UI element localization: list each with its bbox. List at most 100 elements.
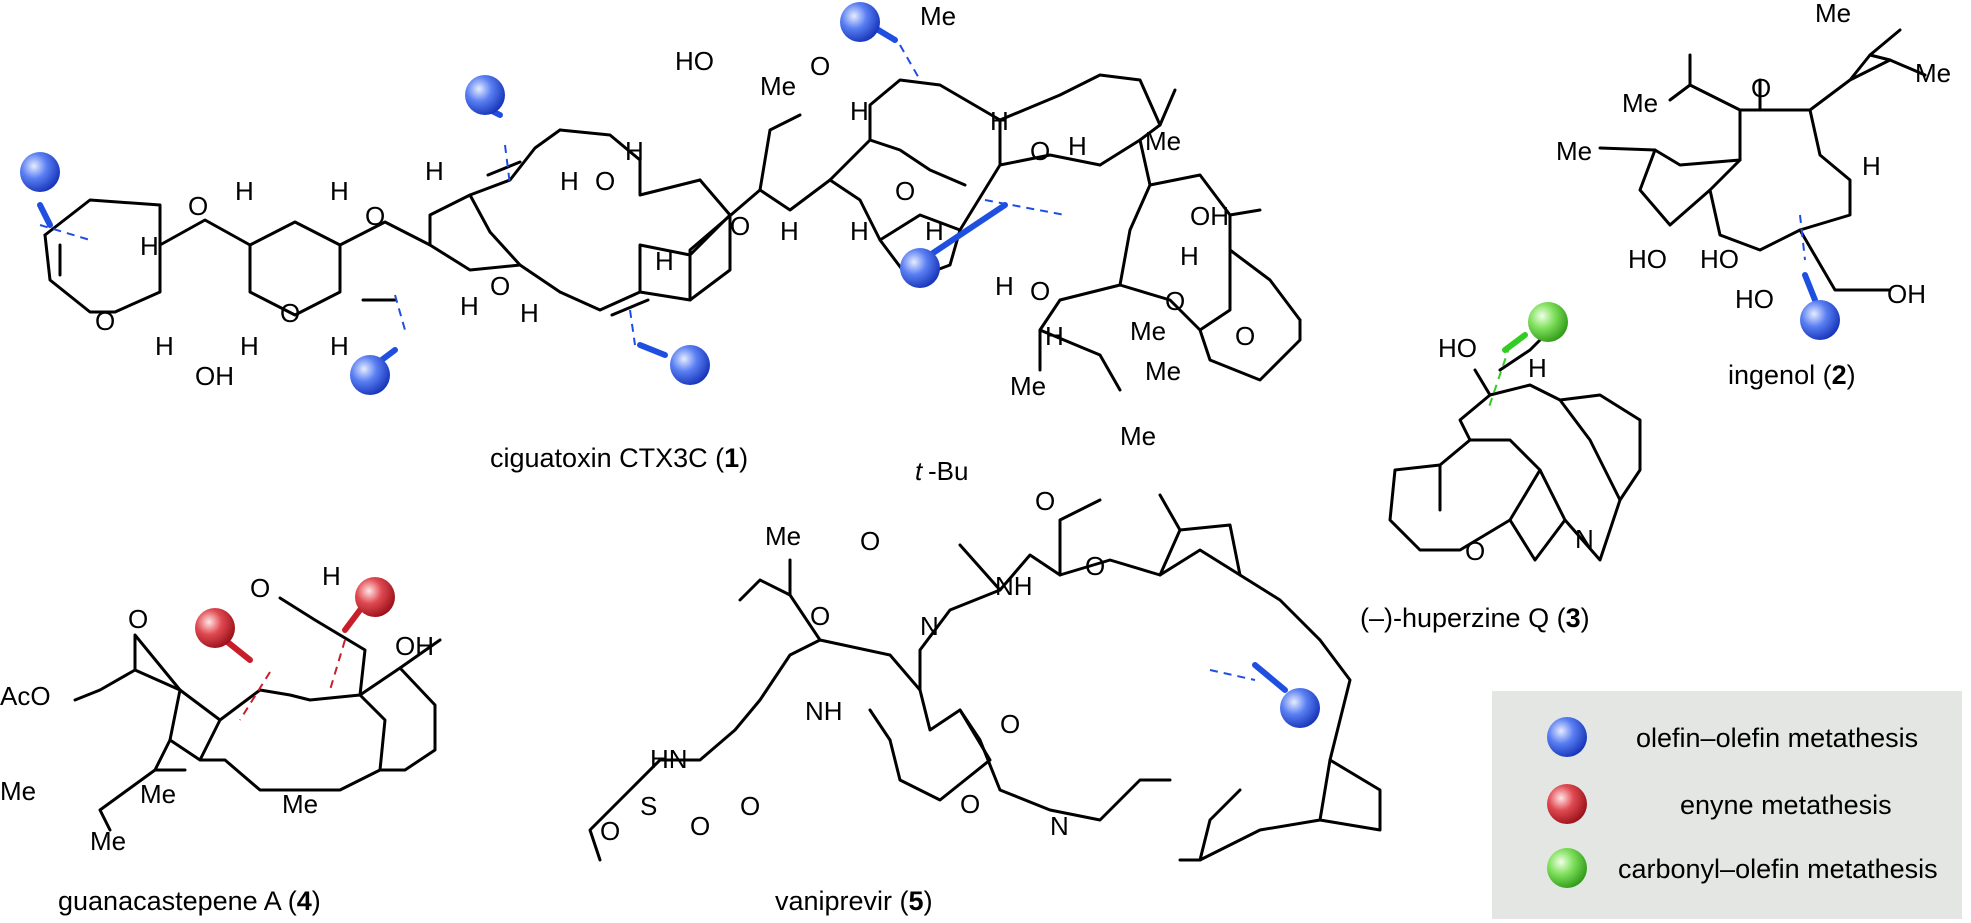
- atom-hn: HN: [650, 744, 688, 774]
- atom-tbu: -Bu: [928, 456, 968, 486]
- atom-me: Me: [1120, 421, 1156, 451]
- atom-ho: HO: [675, 46, 714, 76]
- atom-h: H: [780, 216, 799, 246]
- vaniprevir-structure: Me Me t -Bu O O NH O Me N O NH HN O O S …: [588, 316, 1382, 916]
- atom-me: Me: [90, 826, 126, 856]
- olefin-marker-icon: [840, 2, 880, 42]
- olefin-marker-icon: [1547, 717, 1587, 757]
- atom-oh: OH: [395, 631, 434, 661]
- atom-h: H: [1180, 241, 1199, 271]
- atom-ho: HO: [1735, 284, 1774, 314]
- atom-o: O: [1030, 276, 1050, 306]
- atom-ho: HO: [1628, 244, 1667, 274]
- atom-o: O: [1465, 536, 1485, 566]
- atom-me: Me: [1622, 88, 1658, 118]
- atom-o: O: [128, 604, 148, 634]
- atom-me: Me: [765, 521, 801, 551]
- olefin-marker-icon: [1280, 688, 1320, 728]
- atom-h: H: [140, 231, 159, 261]
- atom-o: O: [250, 573, 270, 603]
- compound-1-caption: ciguatoxin CTX3C (1): [490, 443, 748, 473]
- legend: olefin–olefin metathesis enyne metathesi…: [1492, 691, 1962, 919]
- compound-5-caption: vaniprevir (5): [775, 886, 933, 916]
- atom-h: H: [625, 136, 644, 166]
- atom-me: Me: [1556, 136, 1592, 166]
- atom-n: N: [1575, 524, 1594, 554]
- atom-h: H: [322, 561, 341, 591]
- atom-o: O: [960, 789, 980, 819]
- enyne-marker-icon: [355, 577, 395, 617]
- atom-h: H: [925, 216, 944, 246]
- atom-o: O: [1085, 551, 1105, 581]
- compound-2-caption: ingenol (2): [1728, 360, 1856, 390]
- atom-h: H: [155, 331, 174, 361]
- enyne-marker-icon: [1547, 784, 1587, 824]
- atom-h: H: [990, 106, 1009, 136]
- atom-o: O: [1165, 286, 1185, 316]
- atom-h: H: [460, 291, 479, 321]
- ingenol-structure: Me Me Me Me O H HO HO HO OH ingenol (2): [1556, 0, 1951, 390]
- atom-o: O: [810, 601, 830, 631]
- olefin-marker-icon: [20, 152, 60, 192]
- atom-o: O: [1235, 321, 1255, 351]
- atom-oh: OH: [195, 361, 234, 391]
- atom-h: H: [850, 216, 869, 246]
- atom-o: O: [690, 811, 710, 841]
- enyne-marker-icon: [195, 608, 235, 648]
- atom-ho: HO: [1438, 333, 1477, 363]
- atom-o: O: [1000, 709, 1020, 739]
- olefin-marker-icon: [900, 248, 940, 288]
- atom-h: H: [1528, 353, 1547, 383]
- atom-me: Me: [1130, 316, 1166, 346]
- atom-oh: OH: [1887, 279, 1926, 309]
- atom-me: Me: [282, 789, 318, 819]
- atom-o: O: [280, 298, 300, 328]
- atom-o: O: [490, 271, 510, 301]
- atom-me: Me: [1815, 0, 1851, 28]
- compound-4-caption: guanacastepene A (4): [58, 886, 321, 916]
- atom-me: Me: [1145, 356, 1181, 386]
- atom-h: H: [520, 298, 539, 328]
- atom-aco: AcO: [0, 681, 51, 711]
- guanacastepene-structure: O AcO O H OH Me Me Me Me guanacastepene …: [0, 561, 442, 916]
- olefin-marker-icon: [350, 355, 390, 395]
- atom-h: H: [235, 176, 254, 206]
- atom-o: O: [860, 526, 880, 556]
- atom-o: O: [188, 191, 208, 221]
- atom-o: O: [895, 176, 915, 206]
- atom-h: H: [330, 176, 349, 206]
- legend-item-olefin: olefin–olefin metathesis: [1636, 723, 1918, 753]
- olefin-marker-icon: [465, 75, 505, 115]
- atom-me: Me: [1010, 371, 1046, 401]
- atom-h: H: [330, 331, 349, 361]
- atom-s: S: [640, 791, 657, 821]
- carbonyl-marker-icon: [1528, 302, 1568, 342]
- atom-o: O: [740, 791, 760, 821]
- atom-t: t: [915, 456, 924, 486]
- atom-o: O: [810, 51, 830, 81]
- atom-h: H: [655, 246, 674, 276]
- ciguatoxin-structure: O H O H O H H OH H O H H H O H H O HO Me…: [20, 1, 1302, 473]
- atom-o: O: [1030, 136, 1050, 166]
- atom-o: O: [595, 166, 615, 196]
- atom-h: H: [425, 156, 444, 186]
- atom-o: O: [1751, 73, 1771, 103]
- atom-h: H: [850, 96, 869, 126]
- atom-me: Me: [920, 1, 956, 31]
- compound-3-caption: (–)-huperzine Q (3): [1360, 603, 1590, 633]
- atom-n: N: [920, 611, 939, 641]
- atom-nh: NH: [805, 696, 843, 726]
- carbonyl-marker-icon: [1547, 848, 1587, 888]
- atom-me: Me: [1915, 58, 1951, 88]
- atom-me: Me: [140, 779, 176, 809]
- huperzine-structure: HO H O N (–)-huperzine Q (3): [1360, 302, 1642, 633]
- olefin-marker-icon: [670, 345, 710, 385]
- atom-h: H: [995, 271, 1014, 301]
- atom-h: H: [240, 331, 259, 361]
- atom-o: O: [1035, 486, 1055, 516]
- atom-o: O: [365, 201, 385, 231]
- atom-o: O: [730, 211, 750, 241]
- atom-me: Me: [1145, 126, 1181, 156]
- atom-me: Me: [0, 776, 36, 806]
- atom-h: H: [1045, 321, 1064, 351]
